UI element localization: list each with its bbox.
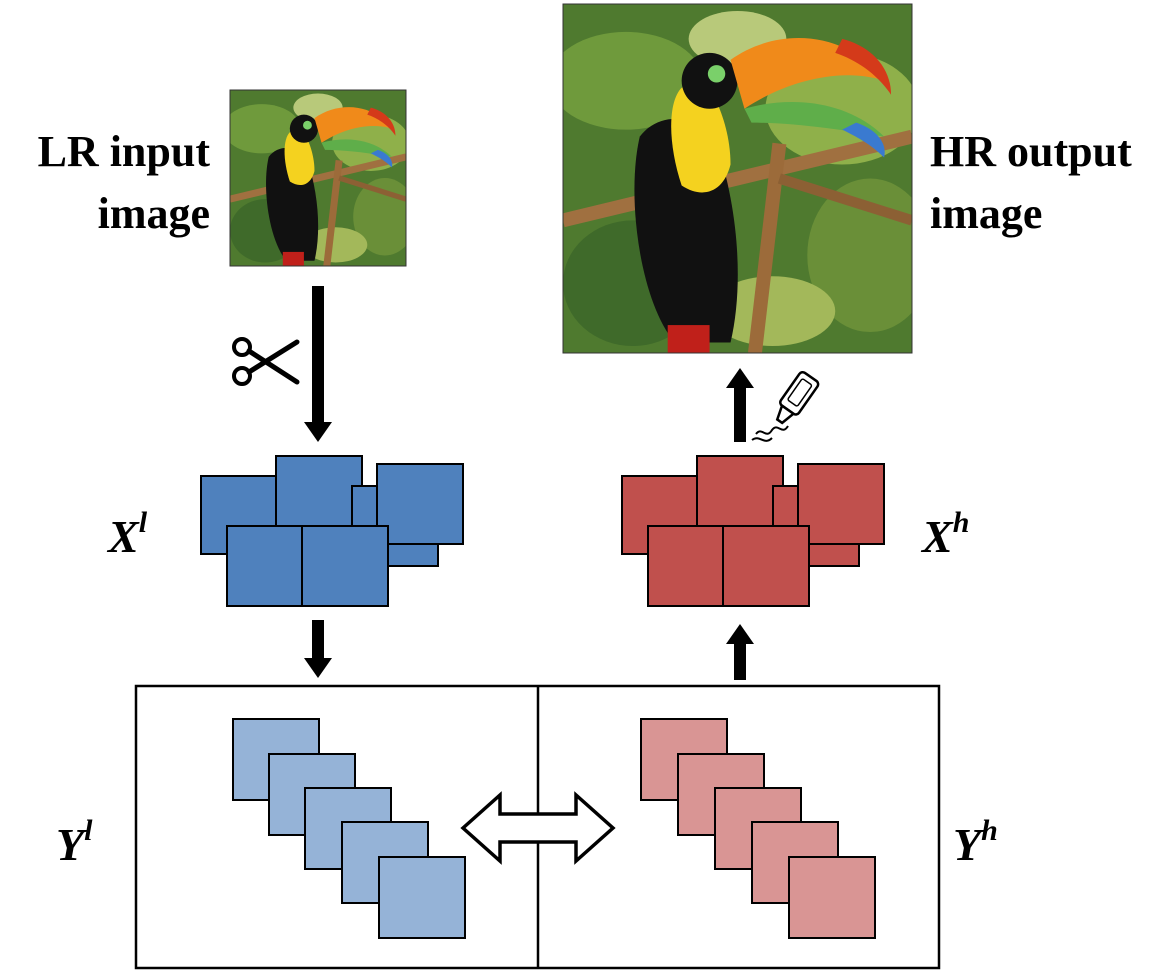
double-arrow-icon (460, 791, 616, 865)
lr-input-label-line2: image (98, 189, 210, 238)
xl-patch (226, 525, 314, 607)
yl-label: Yl (56, 814, 93, 870)
arrow-lr-to-xl (304, 286, 332, 442)
glue-bottle-icon (751, 370, 820, 442)
hr-output-label-line1: HR output (930, 127, 1132, 176)
lr-input-image (229, 89, 407, 267)
yh-label: Yh (953, 814, 998, 870)
yh-patch-stack (640, 718, 876, 939)
arrow-yh-to-xh (726, 624, 754, 680)
xh-patch (722, 525, 810, 607)
xh-patch-cluster (621, 455, 885, 607)
hr-output-label-line2: image (930, 189, 1042, 238)
scissors-icon (232, 337, 300, 386)
xh-label: Xh (920, 506, 969, 562)
arrow-xh-to-hr (726, 368, 754, 442)
xl-patch (275, 455, 363, 537)
yl-patch (378, 856, 466, 939)
yl-patch-stack (232, 718, 466, 939)
xl-patch-cluster (200, 455, 464, 607)
yh-patch (788, 856, 876, 939)
xh-patch (696, 455, 784, 537)
xh-patch (647, 525, 735, 607)
xl-patch (376, 463, 464, 545)
xl-patch (301, 525, 389, 607)
hr-output-image (562, 3, 913, 354)
arrow-xl-to-yl (304, 620, 332, 678)
lr-input-label-line1: LR input (38, 127, 211, 176)
xh-patch (797, 463, 885, 545)
xl-label: Xl (106, 506, 148, 562)
